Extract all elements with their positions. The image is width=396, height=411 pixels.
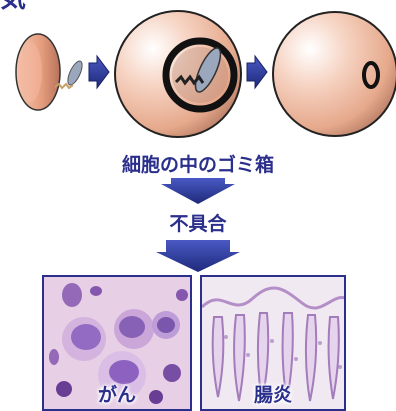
caption-malfunction: 不具合 — [0, 209, 396, 236]
autophagosome-ring — [166, 41, 234, 109]
cancer-micrograph-panel: がん — [42, 275, 192, 411]
process-arrow-icon — [89, 56, 109, 88]
membrane-disc — [16, 34, 60, 110]
down-arrow-icon — [156, 240, 240, 272]
process-arrow-icon — [247, 56, 267, 88]
cancer-label: がん — [44, 380, 190, 407]
down-arrow-icon — [161, 178, 235, 204]
colitis-label: 腸炎 — [202, 380, 344, 407]
colitis-micrograph-panel: 腸炎 — [200, 275, 346, 411]
caption-trash-box: 細胞の中のゴミ箱 — [0, 150, 396, 177]
